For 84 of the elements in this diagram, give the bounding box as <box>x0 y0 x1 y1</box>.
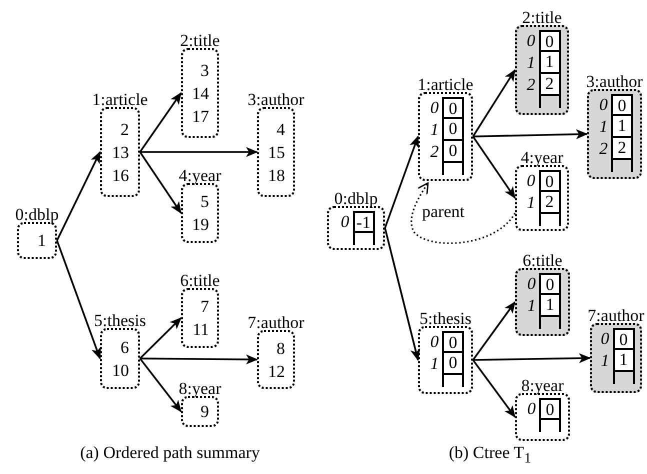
arrow <box>139 317 182 360</box>
row-index: 0 <box>340 211 350 233</box>
row-index: 1 <box>429 353 440 375</box>
arrow <box>140 354 258 364</box>
parent-cell: 1 <box>612 350 634 372</box>
row-index: 0 <box>429 331 440 353</box>
parent-cell: 1 <box>539 295 561 317</box>
row-index: 1 <box>526 295 537 317</box>
node-ids: 2 13 16 <box>111 118 129 186</box>
node-ids: 7 11 <box>192 296 209 341</box>
node-label: 4:year <box>520 149 564 167</box>
arrow <box>139 152 182 214</box>
arrow <box>56 151 101 241</box>
arrow <box>384 228 420 361</box>
row-index: 2 <box>526 74 536 96</box>
node-label: 8:year <box>178 380 222 398</box>
node-ids: 5 19 <box>191 191 209 236</box>
arrow <box>472 136 516 199</box>
row-index: 1 <box>600 350 610 372</box>
node-label: 6:title <box>180 272 220 290</box>
parent-cell: 0 <box>442 119 464 141</box>
node-label: 4:year <box>178 167 222 185</box>
arrow <box>472 359 516 418</box>
row-index: 0 <box>526 170 536 192</box>
node-ids: 3 14 17 <box>191 60 209 128</box>
parent-cell: 0 <box>442 353 464 375</box>
node-label: 0:dblp <box>15 206 59 224</box>
node-ids: 6 10 <box>111 336 129 382</box>
row-index: 0 <box>526 273 537 295</box>
node-label: 0:dblp <box>334 190 378 208</box>
node-label: 1:article <box>92 91 148 109</box>
node-label: 7:author <box>588 307 644 325</box>
row-index: 1 <box>598 116 609 138</box>
arrow <box>139 92 182 153</box>
node-label: 5:thesis <box>94 312 146 330</box>
parent-cell: 0 <box>538 30 560 52</box>
node-label: 3:author <box>586 73 643 91</box>
parent-cell: 1 <box>538 52 560 74</box>
parent-cell: 0 <box>539 398 561 420</box>
row-index: 2 <box>598 138 609 160</box>
parent-cell: 2 <box>538 192 560 214</box>
node-label: 5:thesis <box>420 310 472 328</box>
parent-cell: -1 <box>352 211 374 233</box>
caption: (b) Ctree T$_{1}$ <box>448 443 532 468</box>
parent-cell: 0 <box>539 273 561 295</box>
arrow <box>56 240 101 360</box>
parent-cell: 0 <box>442 141 464 163</box>
parent-cell: 2 <box>538 74 560 96</box>
node-label: 8:year <box>521 377 564 395</box>
row-index: 2 <box>429 141 440 163</box>
node-label: 2:title <box>180 32 220 50</box>
parent-cell: 0 <box>442 97 464 119</box>
parent-cell: 0 <box>442 331 464 353</box>
arrow <box>472 129 588 140</box>
row-index: 0 <box>600 328 610 350</box>
parent-cell: 0 <box>538 170 560 192</box>
node-ids: 4 15 18 <box>267 118 285 186</box>
arrow <box>140 147 258 157</box>
node-label: 2:title <box>522 9 562 27</box>
node-label: 6:title <box>522 252 562 270</box>
dotted-arrow <box>410 182 516 244</box>
row-index: 1 <box>526 192 536 214</box>
caption: (a) Ordered path summary <box>80 443 260 463</box>
arrow <box>472 301 516 361</box>
row-index: 0 <box>598 94 609 116</box>
node-ids: 9 <box>200 401 209 423</box>
row-index: 0 <box>526 398 537 420</box>
parent-cell: 2 <box>611 138 633 160</box>
node-label: 3:author <box>248 91 304 109</box>
node-label: 7:author <box>248 314 304 332</box>
row-index: 0 <box>526 30 536 52</box>
parent-cell: 0 <box>611 94 633 116</box>
arrow <box>384 136 419 228</box>
row-index: 0 <box>429 97 440 119</box>
parent-cell: 1 <box>611 116 633 138</box>
node-ids: 8 12 <box>267 338 285 382</box>
arrow <box>472 69 516 137</box>
node-ids: 1 <box>36 230 46 252</box>
parent-cell: 0 <box>612 328 634 350</box>
arrow <box>472 353 591 364</box>
node-label: 1:article <box>418 76 474 94</box>
row-index: 1 <box>526 52 536 74</box>
row-index: 1 <box>429 119 440 141</box>
arrow <box>139 358 182 412</box>
